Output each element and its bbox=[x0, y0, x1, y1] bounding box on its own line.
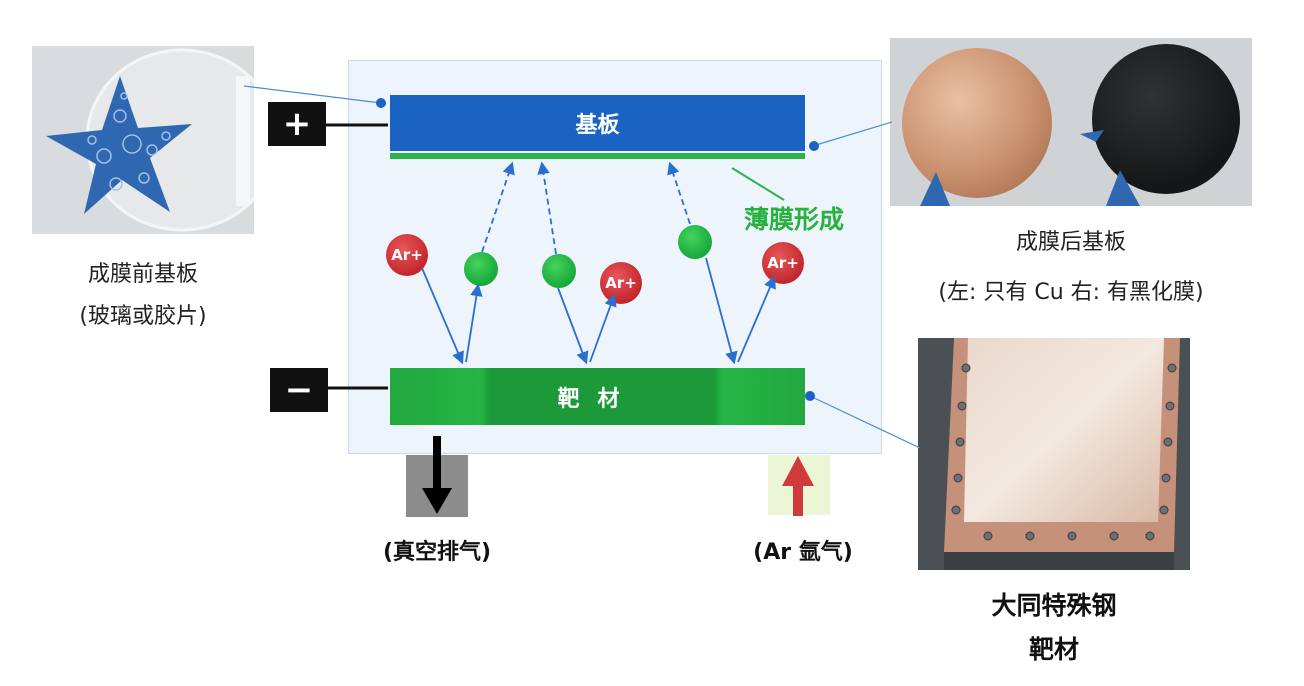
substrate-bar: 基板 bbox=[390, 95, 805, 151]
disc-star-corners-icon bbox=[920, 130, 1140, 206]
gas-label: (Ar 氩气) bbox=[753, 540, 853, 565]
ar-ion-label: Ar+ bbox=[391, 246, 423, 264]
film-formation-label: 薄膜形成 bbox=[744, 205, 845, 234]
ar-ion-1: Ar+ bbox=[386, 234, 428, 276]
target-photo bbox=[918, 338, 1190, 570]
plus-electrode: + bbox=[268, 102, 326, 146]
before-caption-line1: 成膜前基板 bbox=[87, 262, 198, 287]
target-label: 靶材 bbox=[557, 386, 638, 412]
target-caption-line1: 大同特殊钢 bbox=[991, 591, 1117, 620]
sputtered-atom-1 bbox=[464, 252, 498, 286]
thin-film-layer bbox=[390, 153, 805, 159]
target-bar: 靶材 bbox=[390, 368, 805, 425]
before-substrate-photo bbox=[32, 46, 254, 234]
plus-sign: + bbox=[282, 104, 312, 144]
copper-disc bbox=[902, 48, 1052, 198]
sputtered-atom-3 bbox=[678, 225, 712, 259]
target-caption-line2: 靶材 bbox=[1028, 635, 1079, 664]
ar-ion-2: Ar+ bbox=[600, 262, 642, 304]
substrate-label: 基板 bbox=[575, 113, 620, 138]
ar-ion-label: Ar+ bbox=[767, 254, 799, 272]
blackened-disc bbox=[1092, 44, 1240, 194]
before-caption-line2: (玻璃或胶片) bbox=[79, 304, 207, 329]
after-caption-line1: 成膜后基板 bbox=[1015, 230, 1126, 255]
target-plate-icon bbox=[918, 338, 1190, 570]
minus-sign: − bbox=[284, 370, 314, 410]
sputtered-atom-2 bbox=[542, 254, 576, 288]
after-caption-line2: (左: 只有 Cu 右: 有黑化膜) bbox=[938, 280, 1204, 305]
exhaust-label: (真空排气) bbox=[382, 540, 492, 565]
star-substrate-icon bbox=[46, 48, 254, 232]
minus-electrode: − bbox=[270, 368, 328, 412]
ar-ion-label: Ar+ bbox=[605, 274, 637, 292]
